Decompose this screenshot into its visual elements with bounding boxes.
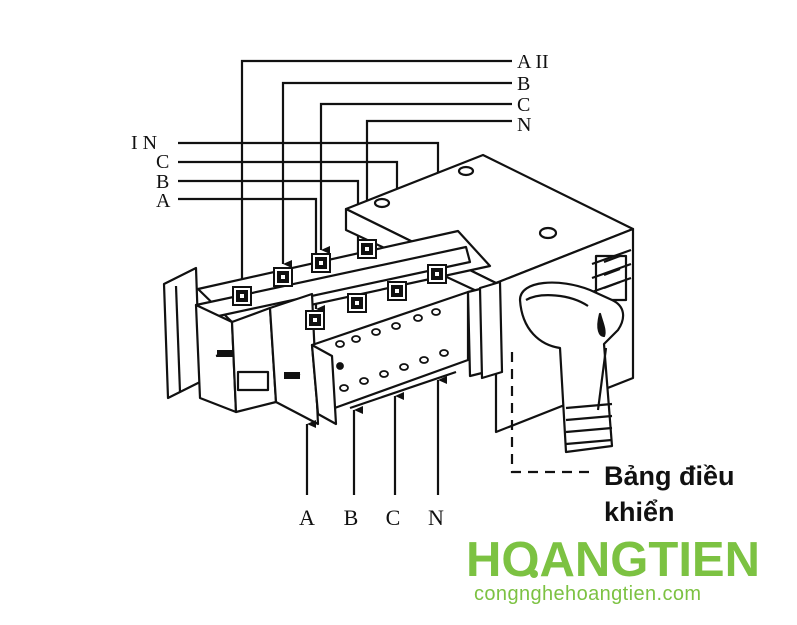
source-two-leaders	[240, 59, 512, 289]
upper-terminals	[232, 239, 377, 306]
brand-url: congnghehoangtien.com	[474, 583, 702, 605]
source-one-labels: I N C B A	[131, 132, 171, 212]
control-panel-pointer	[510, 352, 596, 474]
label-c2: C	[517, 94, 530, 116]
label-c1: C	[156, 151, 169, 173]
label-a1: A	[156, 190, 171, 212]
label-n1: I N	[131, 132, 157, 154]
terminal-c2	[311, 253, 331, 273]
contact-body	[162, 229, 504, 426]
face-holes	[335, 308, 449, 392]
label-load-c: C	[386, 505, 401, 530]
label-b1: B	[156, 171, 169, 193]
terminal-c1	[387, 281, 407, 301]
label-n2: N	[517, 114, 531, 136]
side-bolts	[217, 350, 300, 379]
operating-handle	[518, 281, 625, 454]
terminal-n1	[427, 264, 447, 284]
terminal-n2	[357, 239, 377, 259]
lower-terminals	[305, 264, 447, 330]
label-a2: A II	[517, 51, 549, 73]
wifi-signal-icon	[530, 570, 538, 578]
brand-logo-text: HOANGTIEN	[466, 533, 760, 587]
label-load-a: A	[299, 505, 315, 530]
load-labels: A B C N	[299, 505, 444, 530]
label-load-n: N	[428, 505, 444, 530]
load-leaders	[305, 376, 447, 495]
terminal-b1	[347, 293, 367, 313]
label-b2: B	[517, 73, 530, 95]
terminal-b2	[273, 267, 293, 287]
caption-line-1: Bảng điều	[604, 461, 735, 491]
label-load-b: B	[344, 505, 359, 530]
control-panel-caption: Bảng điều khiển	[604, 458, 735, 530]
caption-line-2: khiển	[604, 497, 675, 527]
terminal-a2	[232, 286, 252, 306]
terminal-a1	[305, 310, 325, 330]
source-two-labels: A II B C N	[517, 51, 549, 136]
